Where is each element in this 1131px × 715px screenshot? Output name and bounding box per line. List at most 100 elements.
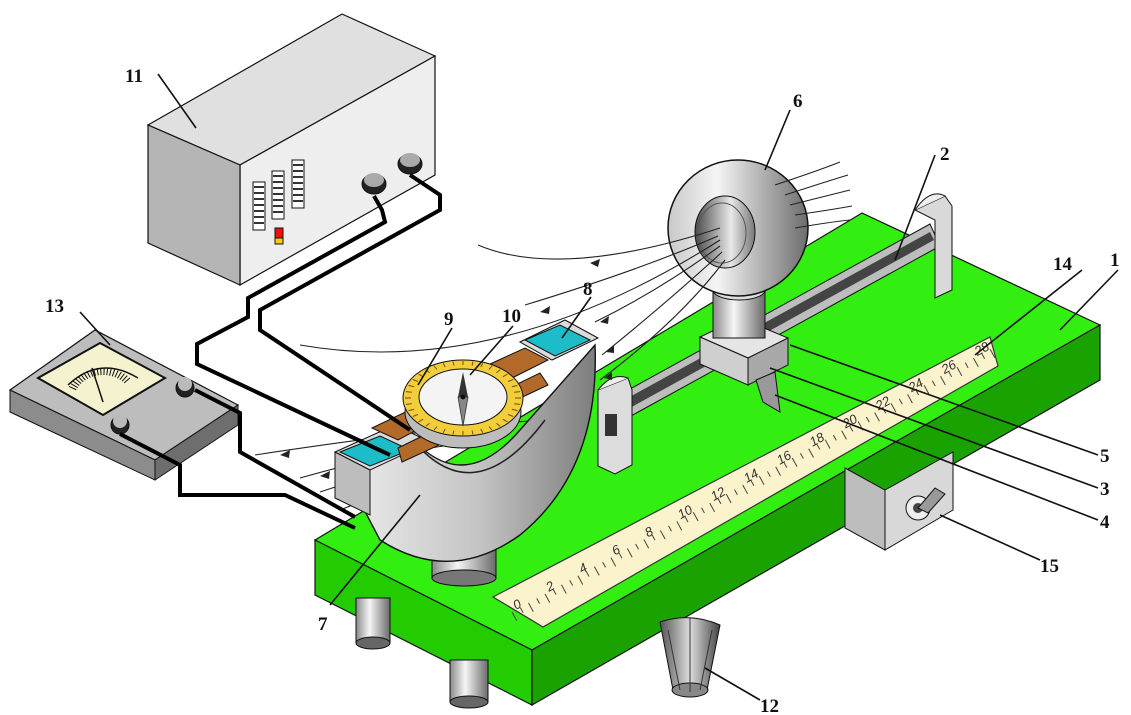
foot-left-bottom (355, 636, 391, 650)
power-indicator-lamp-lower (274, 237, 284, 245)
ruler-tick (791, 457, 798, 467)
leader-14 (974, 269, 1083, 356)
meter-tick (121, 375, 128, 382)
compass-tick (471, 361, 474, 366)
meter-needle (91, 367, 104, 403)
wire-supply-left (195, 195, 391, 457)
compass-tick (488, 365, 493, 370)
rail-top-groove (615, 232, 934, 414)
ruler-tick (668, 525, 672, 532)
callout-15: 15 (1040, 556, 1059, 577)
callout-12: 12 (760, 696, 779, 715)
callout-13: 13 (45, 296, 64, 317)
meter-tick (77, 375, 84, 383)
leader-5 (789, 344, 1099, 456)
compass-tick (433, 365, 438, 370)
ruler-tick (948, 371, 953, 378)
power-terminal-left-cap (364, 173, 384, 187)
ruler-tick (898, 398, 903, 405)
compass-tick (496, 369, 501, 374)
ruler-tick (676, 521, 683, 531)
ruler-tick (659, 530, 666, 540)
ruler-tick (964, 362, 969, 369)
ruler-label: 24 (905, 375, 926, 396)
compass-tick (502, 418, 508, 423)
callout-5: 5 (1100, 446, 1110, 467)
ruler-tick (709, 502, 716, 513)
compass-tick (442, 428, 446, 434)
ruler-tick (577, 575, 584, 585)
callout-6: 6 (793, 91, 803, 112)
compass-tick (412, 379, 419, 382)
field-arrow-5 (604, 372, 612, 380)
ruler-tick (907, 394, 913, 404)
compass-tick (511, 408, 518, 412)
ruler-tick (973, 357, 979, 368)
compass-tick (408, 384, 415, 388)
meter-tick (114, 370, 119, 378)
field-arrow-2 (540, 306, 550, 314)
compass-tick (405, 403, 412, 405)
leader-2 (894, 154, 936, 261)
ruler-tick (767, 471, 771, 477)
compass (402, 359, 524, 449)
compass-tick (452, 361, 455, 366)
field-line-12 (784, 174, 849, 196)
leader-15 (939, 514, 1041, 561)
ruler-ticks (511, 348, 996, 622)
power-terminal-right-cap (400, 153, 420, 167)
meter-tick (117, 371, 122, 379)
wire-meter-left (119, 432, 356, 530)
ruler-label: 14 (741, 466, 761, 486)
callout-10: 10 (502, 306, 521, 327)
meter-tick (119, 373, 125, 380)
ruler-label: 22 (872, 393, 893, 414)
adjustment-knob[interactable] (659, 617, 721, 698)
callout-3: 3 (1100, 479, 1110, 500)
meter-tick (70, 383, 78, 388)
ruler-tick (544, 593, 551, 603)
compass-tick (433, 426, 438, 431)
meter-tick (72, 380, 80, 386)
ruler-tick (626, 548, 633, 558)
compass-needle-north (458, 372, 468, 397)
ruler-tick (684, 516, 689, 523)
compass-tick (452, 430, 455, 435)
callout-labels: 11 6 2 14 1 13 9 10 8 5 3 4 15 7 12 (45, 66, 1120, 715)
coil-inner-rim (697, 202, 747, 264)
compass-tick (425, 422, 430, 427)
compass-tick (405, 391, 412, 393)
field-line-13 (789, 189, 851, 206)
compass-tick (511, 384, 518, 388)
ruler-tick (865, 416, 870, 423)
ruler-tick (519, 607, 524, 613)
ruler-tick (808, 448, 814, 458)
leader-11 (157, 73, 197, 129)
power-supply-vents (252, 159, 305, 231)
field-line-1 (477, 227, 721, 260)
callout-9: 9 (444, 309, 454, 330)
pole-piece-right (523, 324, 592, 357)
field-line-5 (601, 251, 723, 356)
leader-7 (329, 494, 421, 606)
meter-tick (86, 370, 91, 378)
clamp-handle[interactable] (917, 487, 946, 514)
power-supply (146, 13, 437, 287)
compass-tick (480, 428, 484, 434)
meter-tick (100, 367, 102, 376)
ruler-tick (593, 566, 600, 576)
meter-tick (109, 368, 112, 376)
meter-tick (89, 369, 94, 377)
callout-1: 1 (1110, 250, 1120, 271)
meter-tick (123, 377, 131, 384)
ruler-tick (717, 498, 722, 505)
compass-tick (412, 414, 419, 417)
ruler-tick (874, 412, 880, 422)
compass-tick (488, 426, 493, 431)
field-line-6 (599, 259, 726, 381)
field-arrow-4 (606, 345, 614, 353)
foot-front-bottom (449, 695, 489, 709)
ruler-tick (742, 484, 748, 495)
clamp-block (844, 451, 954, 551)
